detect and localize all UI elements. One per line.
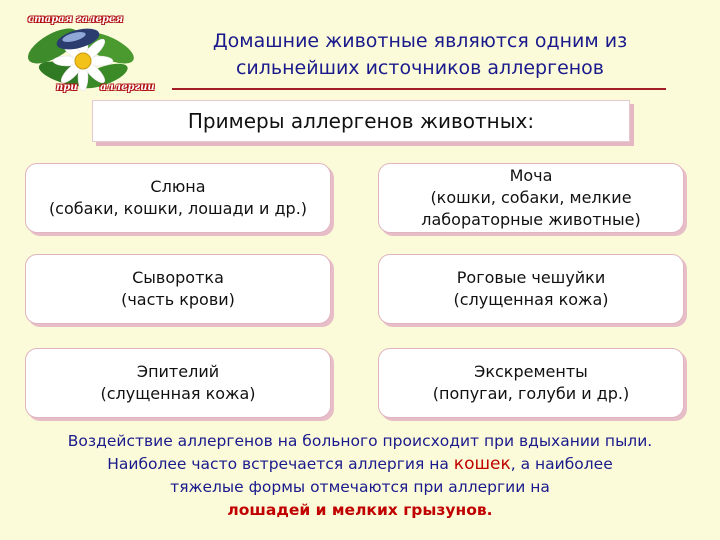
footer-paragraph: Воздействие аллергенов на больного проис… <box>20 430 700 522</box>
card-title: Экскременты <box>474 362 588 381</box>
card-title: Слюна <box>150 177 206 196</box>
logo-top-text: старая галерея <box>28 14 124 25</box>
page-title: Домашние животные являются одним из силь… <box>170 28 670 82</box>
logo: старая галерея при аллергии <box>8 6 158 96</box>
card-detail: (попугаи, голуби и др.) <box>432 384 630 403</box>
footer-highlight-cats: кошек <box>453 454 511 474</box>
card-detail: (собаки, кошки, лошади и др.) <box>48 199 308 218</box>
logo-bottom-left-text: при <box>56 82 78 93</box>
footer-highlight-horses: лошадей и мелких грызунов. <box>227 501 493 519</box>
card-detail: (кошки, собаки, мелкие <box>430 188 632 207</box>
footer-line-2-start: Наиболее часто встречается аллергия на <box>107 455 454 473</box>
card-epithelium: Эпителий (слущенная кожа) <box>25 348 331 418</box>
card-detail: (слущенная кожа) <box>453 290 609 309</box>
card-excrement: Экскременты (попугаи, голуби и др.) <box>378 348 684 418</box>
footer-line-3: тяжелые формы отмечаются при аллергии на <box>170 478 550 496</box>
logo-bottom-right-text: аллергии <box>100 82 155 93</box>
card-scales: Роговые чешуйки (слущенная кожа) <box>378 254 684 324</box>
card-detail: (часть крови) <box>121 290 235 309</box>
footer-line-1: Воздействие аллергенов на больного проис… <box>67 432 653 450</box>
title-line-2: сильнейших источников аллергенов <box>235 57 605 79</box>
daisy-logo-icon <box>28 28 134 92</box>
title-line-1: Домашние животные являются одним из <box>212 30 628 52</box>
subheading-box: Примеры аллергенов животных: <box>92 100 630 142</box>
card-title: Роговые чешуйки <box>456 268 606 287</box>
card-serum: Сыворотка (часть крови) <box>25 254 331 324</box>
card-urine: Моча (кошки, собаки, мелкие лабораторные… <box>378 163 684 233</box>
subheading-text: Примеры аллергенов животных: <box>187 109 535 133</box>
footer-line-2: Наиболее часто встречается аллергия на к… <box>20 453 700 476</box>
card-saliva: Слюна (собаки, кошки, лошади и др.) <box>25 163 331 233</box>
title-divider <box>172 88 666 90</box>
card-detail: (слущенная кожа) <box>100 384 256 403</box>
card-title: Моча <box>509 166 553 185</box>
card-title: Эпителий <box>136 362 220 381</box>
card-title: Сыворотка <box>132 268 224 287</box>
card-detail-2: лабораторные животные) <box>421 210 641 229</box>
footer-line-2-end: , а наиболее <box>510 455 613 473</box>
